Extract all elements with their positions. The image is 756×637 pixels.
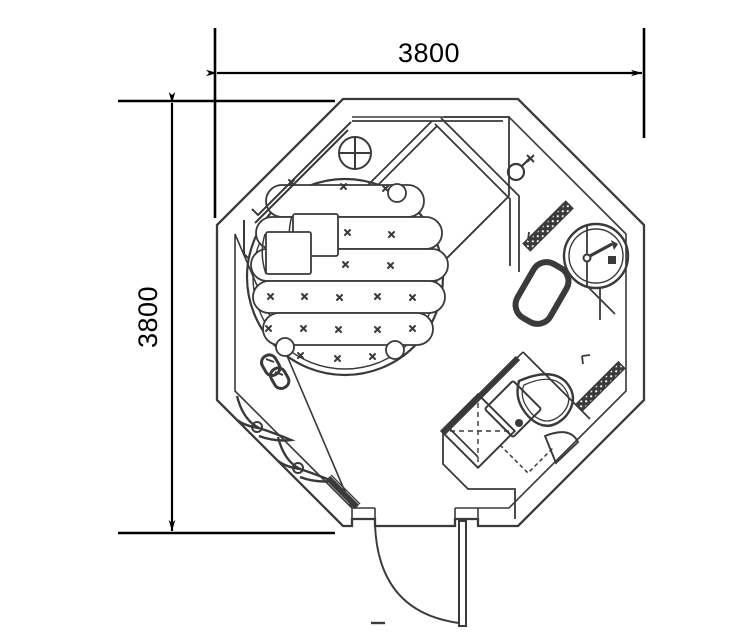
toilet-cistern bbox=[484, 380, 542, 438]
circular-bed-area bbox=[245, 177, 449, 377]
dimension-annotations: 3800 3800 bbox=[118, 28, 646, 535]
curtain-rail-line bbox=[330, 474, 361, 505]
basin-outer bbox=[562, 222, 630, 290]
toilet-bowl bbox=[516, 373, 575, 427]
shower-door-arrow bbox=[527, 231, 537, 241]
bathroom-wall-line bbox=[445, 351, 524, 430]
bathroom-inner-diag bbox=[448, 427, 479, 458]
toilet-seat-flap bbox=[543, 431, 580, 465]
slipper-right bbox=[269, 366, 291, 390]
cushion-band bbox=[252, 280, 446, 314]
square-pillow bbox=[265, 231, 312, 275]
wall-band-outer bbox=[251, 121, 352, 217]
ceiling-light-symbol bbox=[338, 136, 372, 170]
shower-room bbox=[429, 116, 510, 276]
curtain-node-lower bbox=[292, 462, 304, 474]
toilet-bowl-inner bbox=[521, 378, 570, 422]
bolster bbox=[275, 337, 295, 357]
toilet-base-dashed bbox=[499, 444, 554, 475]
bathroom-door-arrow bbox=[581, 354, 591, 365]
upper-left-wall-band bbox=[243, 121, 352, 259]
bathroom-compartment bbox=[440, 351, 591, 519]
bolster bbox=[387, 183, 407, 203]
shower-head-rose bbox=[506, 162, 526, 182]
pillow-fold-b bbox=[261, 233, 267, 275]
curtain-rail bbox=[325, 475, 360, 510]
basin-drain bbox=[582, 253, 592, 263]
dimension-label-width: 3800 bbox=[398, 38, 460, 68]
door-swing-arc bbox=[374, 523, 460, 624]
tuft-row-4 bbox=[267, 293, 416, 301]
tuft-row-6 bbox=[297, 352, 376, 362]
curtain-symbols bbox=[235, 395, 361, 510]
toilet-wc bbox=[484, 373, 580, 475]
rounded-rectangle-tub bbox=[512, 259, 572, 327]
partition-diagonal-right bbox=[434, 123, 511, 266]
bed-bolsters bbox=[275, 183, 407, 360]
tub-outline bbox=[512, 259, 572, 327]
bathroom-lower-wall bbox=[442, 433, 516, 519]
shower-head-symbol bbox=[506, 154, 535, 182]
wall-band-mid bbox=[254, 129, 349, 224]
bathroom-sliding-door[interactable] bbox=[574, 354, 626, 412]
wall-band-left bbox=[243, 220, 249, 259]
partition-diagonal-right-outer bbox=[440, 117, 520, 272]
dimension-label-height: 3800 bbox=[133, 286, 163, 348]
tuft-row-5 bbox=[265, 325, 416, 333]
slipper-straps bbox=[265, 358, 284, 376]
bed-pillows bbox=[261, 213, 339, 275]
bolster bbox=[385, 340, 405, 360]
toilet-flush-button bbox=[515, 419, 523, 427]
shower-sliding-door[interactable] bbox=[522, 200, 574, 252]
shower-head-cross bbox=[526, 154, 535, 163]
basin-faucet-head bbox=[611, 240, 618, 250]
pair-of-slippers bbox=[260, 353, 291, 390]
door-leaf[interactable] bbox=[458, 520, 467, 627]
entrance-door-swing[interactable] bbox=[371, 520, 467, 627]
basin-inner bbox=[568, 228, 624, 284]
bathroom-door-track bbox=[581, 362, 619, 400]
slipper-left bbox=[260, 353, 282, 377]
shower-tray-outline bbox=[439, 392, 517, 470]
basin-faucet-spout bbox=[587, 242, 613, 259]
basin-tap-handle bbox=[608, 256, 616, 264]
bathroom-door-panel[interactable] bbox=[574, 360, 626, 412]
curtain-fold-upper-b bbox=[258, 426, 296, 442]
square-shower-tray bbox=[439, 392, 517, 470]
shower-door-track bbox=[527, 202, 566, 241]
cushion-band bbox=[262, 312, 434, 346]
partition-right-diag bbox=[586, 285, 616, 315]
curtain-node-upper bbox=[251, 421, 263, 433]
round-wash-basin bbox=[562, 222, 630, 290]
